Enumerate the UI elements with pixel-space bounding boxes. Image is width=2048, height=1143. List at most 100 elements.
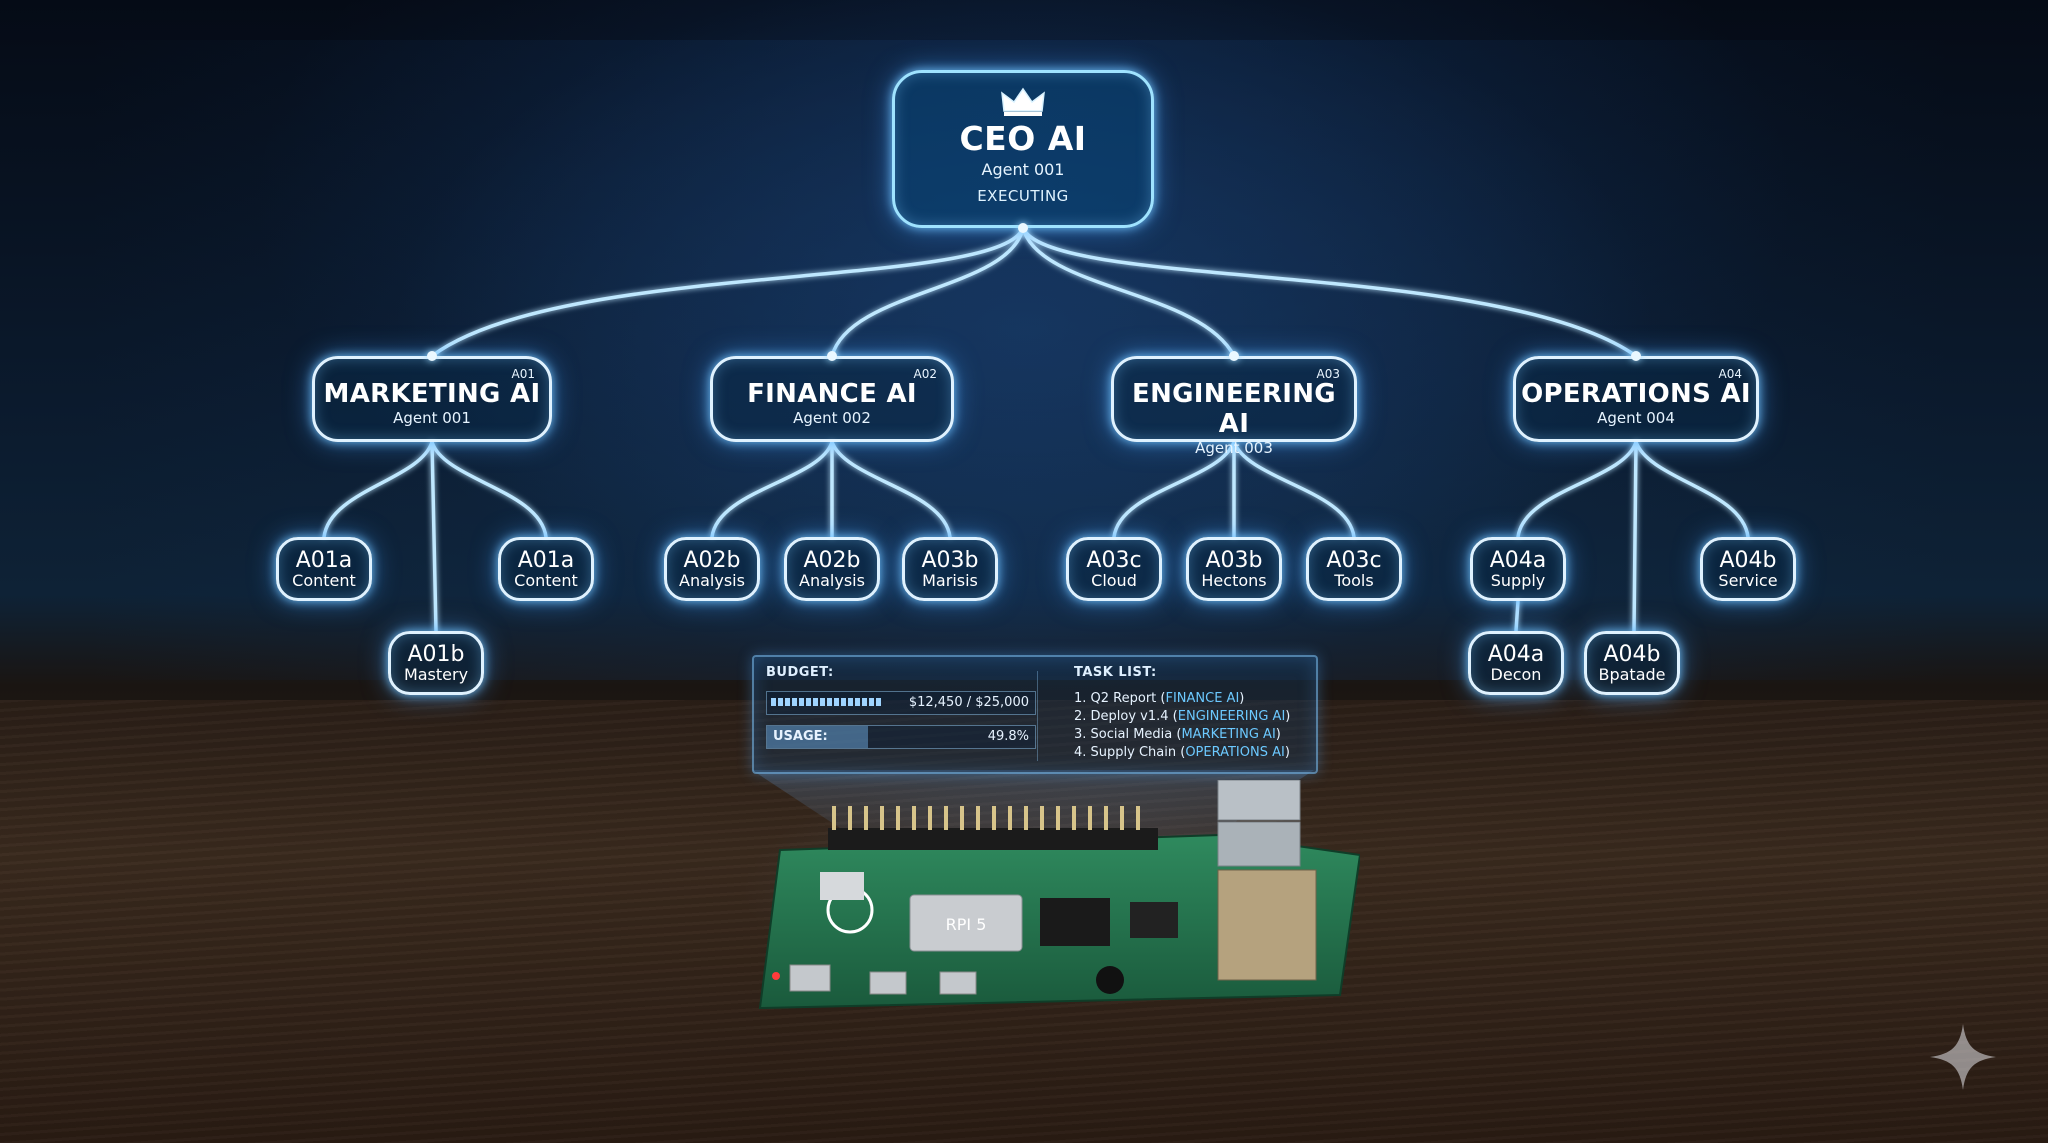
task-suffix: ): [1239, 691, 1245, 706]
dept-title: FINANCE AI: [747, 379, 917, 409]
subagent-node[interactable]: A01a Content: [276, 537, 372, 601]
link-marketing-a01b: [430, 440, 438, 633]
task-text: 4. Supply Chain (: [1074, 745, 1186, 760]
subagent-id: A01a: [295, 548, 353, 573]
connector-dot: [1631, 351, 1641, 361]
task-item[interactable]: 1. Q2 Report (FINANCE AI): [1074, 691, 1244, 706]
link-ceo-finance: [830, 226, 1025, 358]
connector-dot: [827, 351, 837, 361]
link-finance-a02b-1: [710, 440, 834, 539]
link-finance-a03b: [830, 440, 952, 539]
link-ops-a04b-bpatade: [1632, 440, 1638, 633]
task-text: 2. Deploy v1.4 (: [1074, 709, 1178, 724]
dept-node-finance[interactable]: A02 FINANCE AI Agent 002: [710, 356, 954, 442]
ceo-agent: Agent 001: [981, 160, 1065, 179]
usage-value: 49.8%: [987, 729, 1029, 744]
subagent-node[interactable]: A03b Hectons: [1186, 537, 1282, 601]
subagent-id: A04a: [1489, 548, 1547, 573]
dept-node-marketing[interactable]: A01 MARKETING AI Agent 001: [312, 356, 552, 442]
subagent-id: A03c: [1086, 548, 1142, 573]
subagent-node[interactable]: A01a Content: [498, 537, 594, 601]
connector-dot: [427, 351, 437, 361]
link-eng-a03c-tools: [1232, 440, 1356, 539]
subagent-role: Mastery: [403, 665, 469, 684]
subagent-role: Hectons: [1201, 571, 1267, 590]
subagent-role: Marisis: [922, 571, 978, 590]
subagent-id: A01b: [407, 642, 465, 667]
subagent-node[interactable]: A04a Decon: [1468, 631, 1564, 695]
subagent-id: A02b: [683, 548, 741, 573]
subagent-node[interactable]: A03b Marisis: [902, 537, 998, 601]
subagent-role: Supply: [1490, 571, 1546, 590]
sparkle-icon: [1930, 1024, 1996, 1090]
task-dept: ENGINEERING AI: [1177, 709, 1286, 724]
subagent-role: Tools: [1334, 571, 1374, 590]
crown-icon: [895, 87, 1151, 117]
link-a04a-decon: [1514, 599, 1520, 633]
subagent-role: Content: [514, 571, 578, 590]
ceo-status: EXECUTING: [977, 187, 1069, 205]
subagent-id: A03c: [1326, 548, 1382, 573]
subagent-id: A02b: [803, 548, 861, 573]
task-suffix: ): [1275, 727, 1281, 742]
dept-node-operations[interactable]: A04 OPERATIONS AI Agent 004: [1513, 356, 1759, 442]
hud-divider: [1037, 671, 1038, 761]
subagent-role: Analysis: [679, 571, 745, 590]
subagent-id: A04b: [1719, 548, 1777, 573]
subagent-node[interactable]: A01b Mastery: [388, 631, 484, 695]
subagent-id: A04a: [1487, 642, 1545, 667]
dept-agent: Agent 002: [793, 409, 871, 427]
dept-title: MARKETING AI: [323, 379, 541, 409]
dept-code: A01: [511, 367, 535, 381]
link-ceo-marketing: [430, 226, 1025, 358]
task-dept: FINANCE AI: [1165, 691, 1240, 706]
subagent-node[interactable]: A04b Bpatade: [1584, 631, 1680, 695]
task-suffix: ): [1285, 709, 1291, 724]
subagent-node[interactable]: A02b Analysis: [784, 537, 880, 601]
subagent-role: Content: [292, 571, 356, 590]
subagent-role: Decon: [1490, 665, 1542, 684]
dept-agent: Agent 004: [1597, 409, 1675, 427]
dept-agent: Agent 003: [1195, 439, 1273, 457]
task-dept: OPERATIONS AI: [1185, 745, 1285, 760]
usage-bar: USAGE: 49.8%: [766, 725, 1036, 749]
link-ops-a04a-supply: [1516, 440, 1638, 539]
dept-title: ENGINEERING AI: [1132, 379, 1336, 439]
task-item[interactable]: 2. Deploy v1.4 (ENGINEERING AI): [1074, 709, 1290, 724]
status-hud: BUDGET: $12,450 / $25,000 USAGE: 49.8% T…: [752, 655, 1318, 774]
raspberry-pi-board: RPI 5: [758, 780, 1360, 1010]
dept-agent: Agent 001: [393, 409, 471, 427]
ceo-title: CEO AI: [959, 119, 1087, 158]
link-ops-a04b-service: [1634, 440, 1750, 539]
task-dept: MARKETING AI: [1181, 727, 1276, 742]
subagent-id: A03b: [921, 548, 979, 573]
subagent-role: Bpatade: [1598, 665, 1666, 684]
task-suffix: ): [1284, 745, 1290, 760]
subagent-id: A03b: [1205, 548, 1263, 573]
subagent-node[interactable]: A02b Analysis: [664, 537, 760, 601]
board-chip-label: RPI 5: [946, 915, 987, 934]
subagent-node[interactable]: A03c Tools: [1306, 537, 1402, 601]
task-item[interactable]: 3. Social Media (MARKETING AI): [1074, 727, 1281, 742]
dept-code: A02: [913, 367, 937, 381]
usage-label: USAGE:: [773, 729, 828, 744]
subagent-node[interactable]: A04a Supply: [1470, 537, 1566, 601]
budget-bar-fill: [771, 698, 881, 706]
link-eng-a03c-cloud: [1112, 440, 1236, 539]
task-item[interactable]: 4. Supply Chain (OPERATIONS AI): [1074, 745, 1290, 760]
subagent-node[interactable]: A04b Service: [1700, 537, 1796, 601]
connector-dot: [1229, 351, 1239, 361]
budget-value: $12,450 / $25,000: [908, 695, 1029, 710]
subagent-role: Cloud: [1091, 571, 1137, 590]
dept-code: A03: [1316, 367, 1340, 381]
dept-title: OPERATIONS AI: [1521, 379, 1751, 409]
task-text: 1. Q2 Report (: [1074, 691, 1166, 706]
budget-label: BUDGET:: [766, 665, 834, 680]
task-text: 3. Social Media (: [1074, 727, 1182, 742]
subagent-id: A01a: [517, 548, 575, 573]
dept-node-engineering[interactable]: A03 ENGINEERING AI Agent 003: [1111, 356, 1357, 457]
ceo-node[interactable]: CEO AI Agent 001 EXECUTING: [892, 70, 1154, 228]
subagent-id: A04b: [1603, 642, 1661, 667]
connector-dot: [1018, 223, 1028, 233]
subagent-node[interactable]: A03c Cloud: [1066, 537, 1162, 601]
